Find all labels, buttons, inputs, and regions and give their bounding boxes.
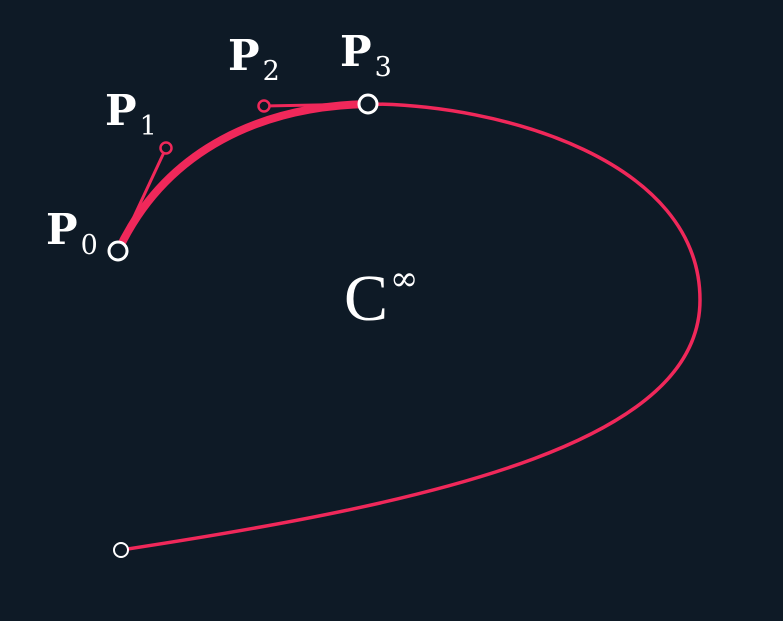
control-point-p1[interactable] [159,141,173,155]
continuity-sup: ∞ [390,259,418,299]
curve-end-point[interactable] [113,542,129,558]
handle-p0-p1 [116,147,168,252]
continuation-curve [119,102,702,552]
label-p1-main: P [105,86,137,135]
continuity-label: C∞ [344,259,418,335]
label-p2-main: P [228,31,260,80]
anchor-point-p0[interactable] [107,240,129,262]
continuity-main: C [344,262,388,335]
label-p0-main: P [46,205,78,254]
bezier-segment [114,100,372,255]
label-p2-sub: 2 [263,56,280,87]
label-p0-sub: 0 [81,230,98,261]
label-p3-sub: 3 [375,52,392,83]
anchor-point-p3[interactable] [357,93,379,115]
label-p3-main: P [340,27,372,76]
handle-p3-p2 [263,102,369,108]
control-point-p2[interactable] [257,99,271,113]
label-p1-sub: 1 [140,111,157,142]
